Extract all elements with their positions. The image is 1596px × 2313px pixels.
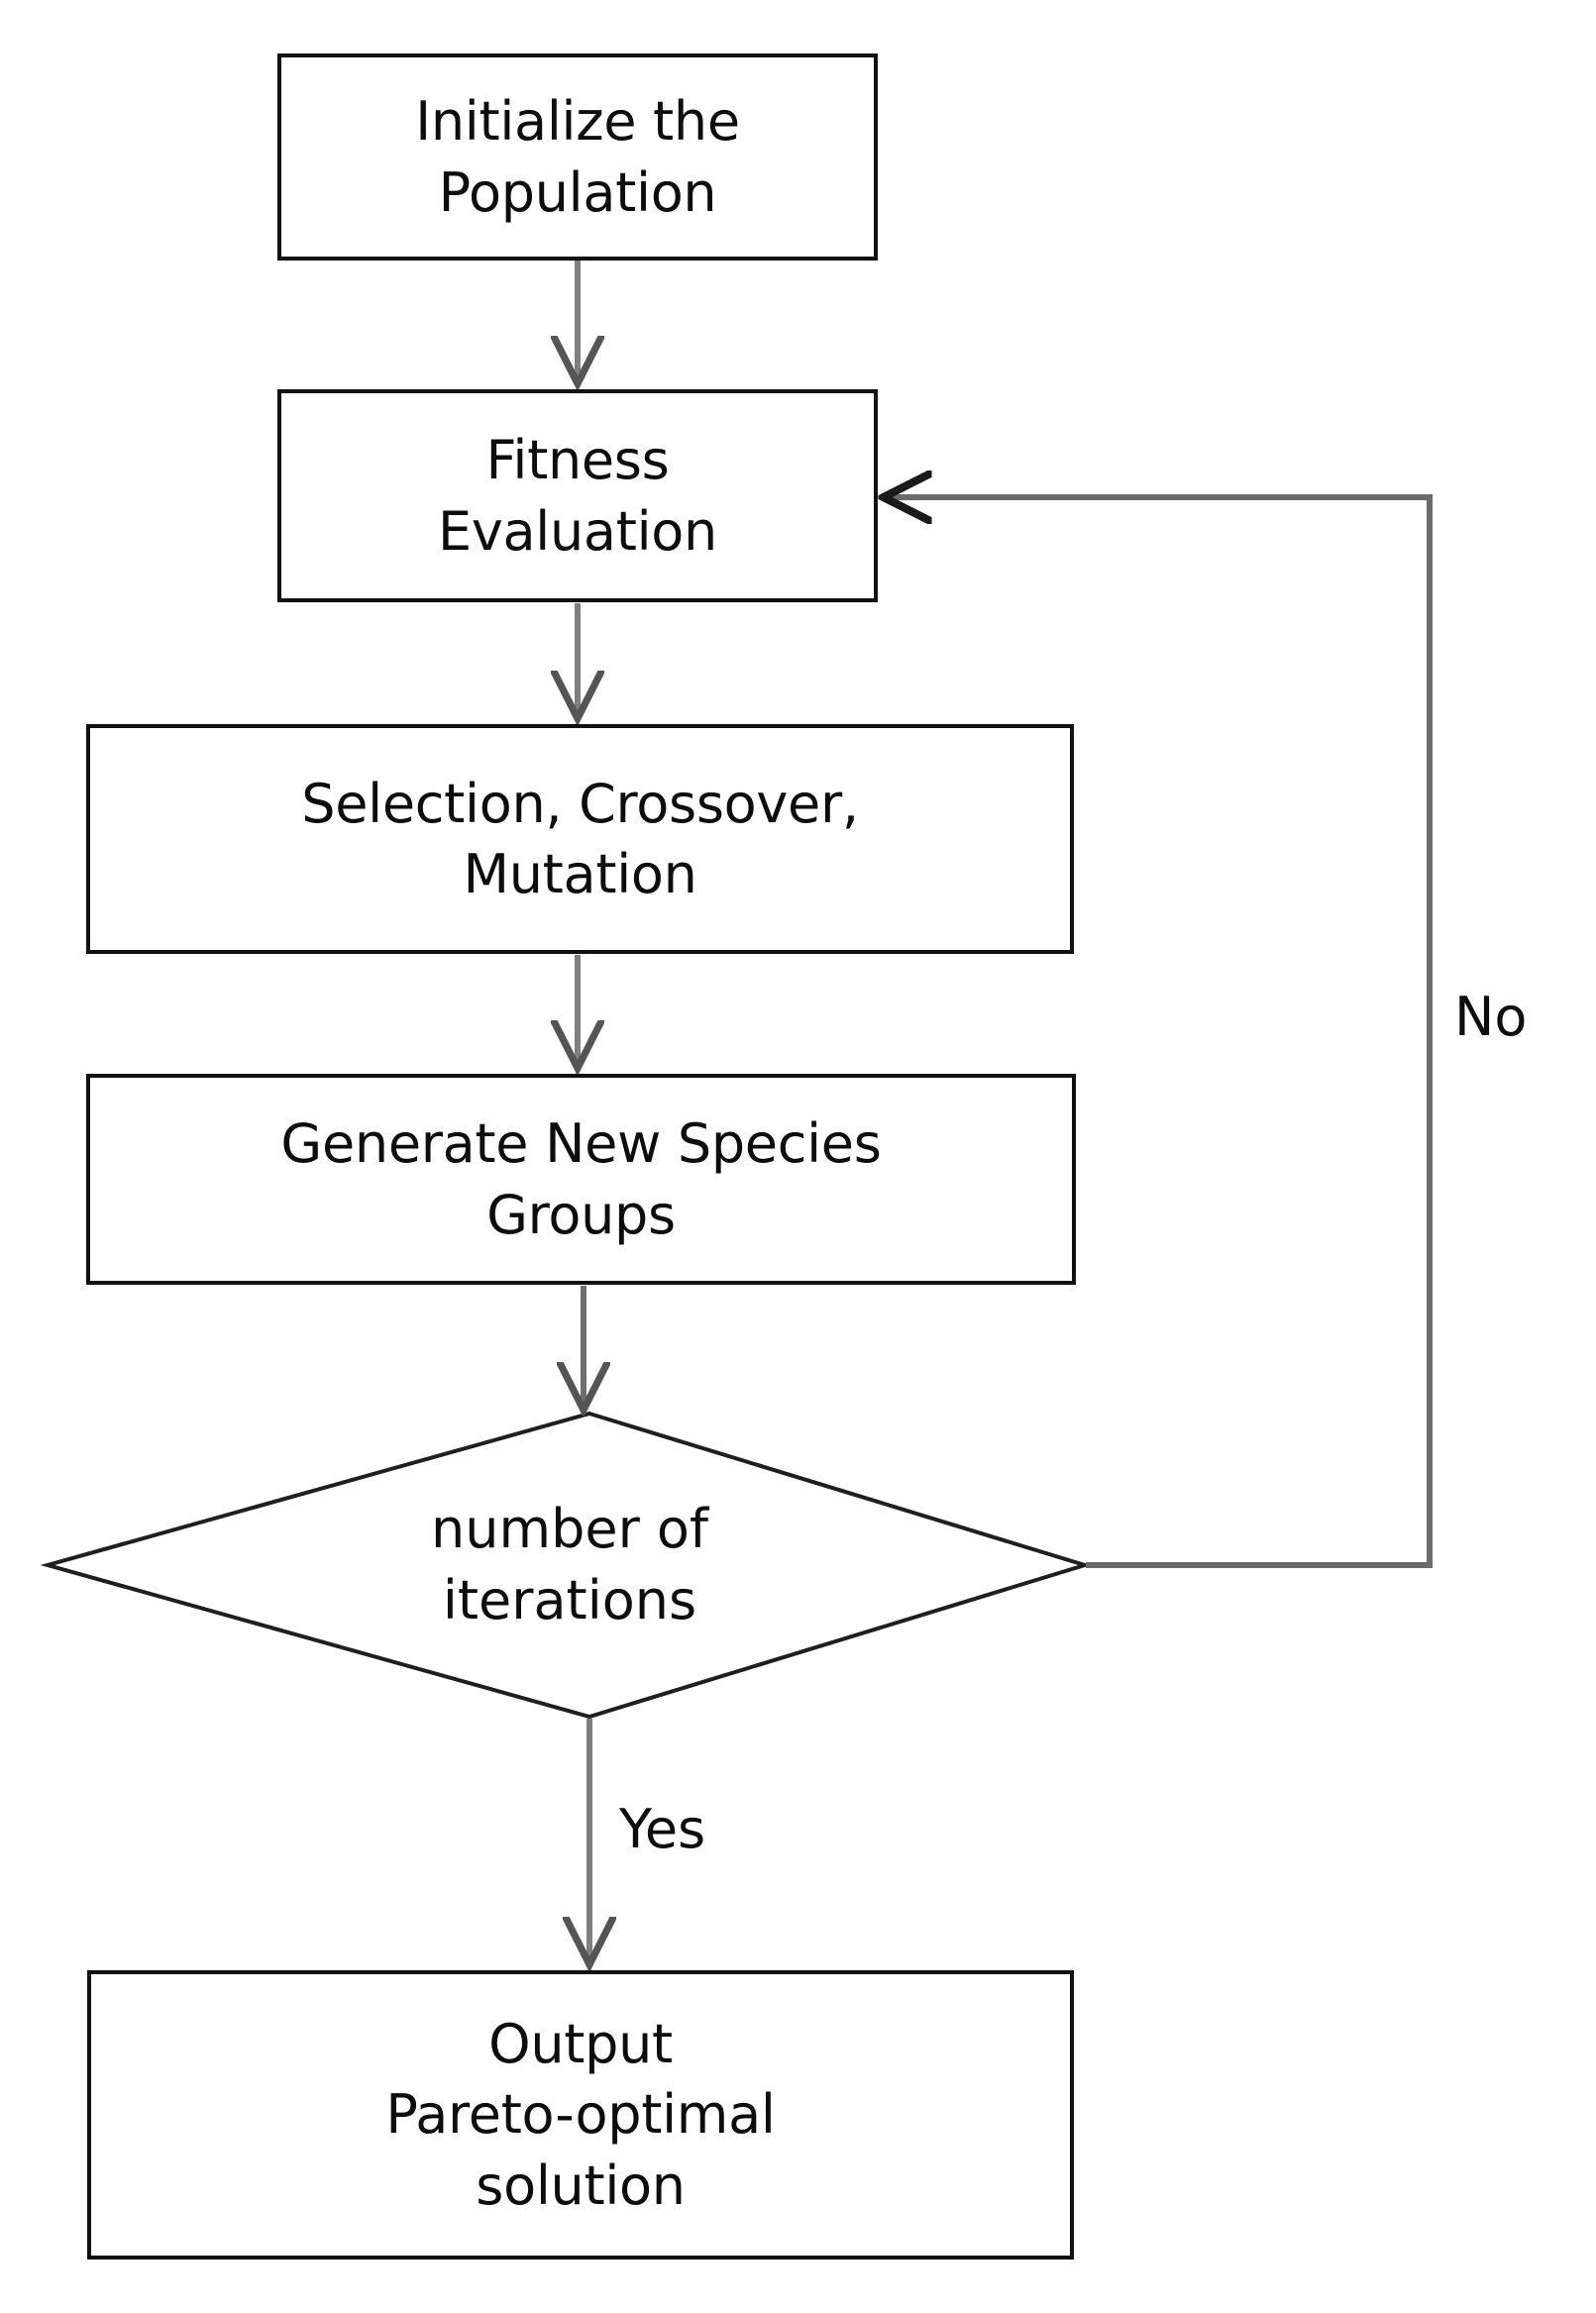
node-number-of-iterations-label: number of iterations bbox=[431, 1497, 708, 1631]
node-output-pareto-optimal-solution[interactable]: Output Pareto-optimal solution bbox=[87, 1970, 1074, 2260]
node-fitness-evaluation[interactable]: Fitness Evaluation bbox=[277, 389, 878, 602]
node-initialize-the-population-label: Initialize the Population bbox=[415, 90, 740, 224]
node-initialize-the-population[interactable]: Initialize the Population bbox=[277, 53, 878, 261]
node-selection-crossover-mutation[interactable]: Selection, Crossover, Mutation bbox=[86, 724, 1074, 954]
node-generate-new-species-groups[interactable]: Generate New Species Groups bbox=[86, 1074, 1076, 1285]
node-output-pareto-optimal-solution-label: Output Pareto-optimal solution bbox=[385, 2013, 776, 2217]
edge-label-no: No bbox=[1454, 986, 1528, 1048]
node-number-of-iterations[interactable]: number of iterations bbox=[208, 1456, 931, 1674]
edge-decision-no-to-fitness bbox=[885, 497, 1433, 1568]
node-fitness-evaluation-label: Fitness Evaluation bbox=[438, 429, 717, 563]
node-selection-crossover-mutation-label: Selection, Crossover, Mutation bbox=[301, 772, 859, 905]
edge-label-yes: Yes bbox=[619, 1798, 706, 1860]
node-generate-new-species-groups-label: Generate New Species Groups bbox=[280, 1112, 882, 1246]
